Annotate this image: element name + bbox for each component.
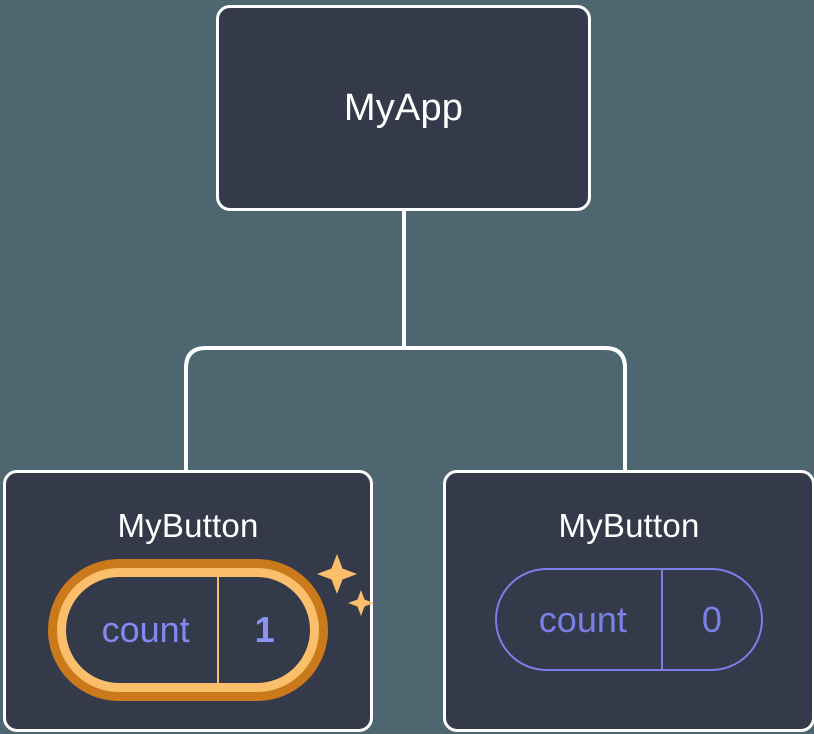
node-mybutton-right-title: MyButton (558, 507, 700, 544)
state-pill-right-divider (660, 570, 663, 669)
state-pill-left-key-cell: count (66, 577, 217, 683)
connector-branch-bus (184, 346, 627, 472)
state-pill-left[interactable]: count 1 (57, 568, 319, 692)
node-myapp-title: MyApp (343, 87, 464, 129)
node-mybutton-right[interactable]: MyButton count 0 (443, 470, 814, 732)
state-pill-wrapper-right: count 0 (495, 568, 763, 671)
sparkle-large-icon (317, 554, 357, 594)
node-myapp[interactable]: MyApp (216, 5, 591, 211)
state-pill-left-key: count (101, 609, 190, 650)
state-pill-right-value: 0 (701, 598, 722, 640)
state-pill-left-value-cell: 1 (219, 577, 310, 683)
node-mybutton-left-title: MyButton (117, 507, 259, 544)
state-pill-left-divider (217, 577, 220, 683)
state-pill-right[interactable]: count 0 (495, 568, 763, 671)
state-pill-right-value-cell: 0 (663, 570, 761, 669)
node-mybutton-left[interactable]: MyButton count 1 (3, 470, 374, 732)
sparkles-icon (317, 554, 374, 616)
state-pill-right-key-cell: count (497, 570, 661, 669)
state-pill-left-value: 1 (254, 609, 275, 650)
state-pill-right-key: count (538, 598, 627, 640)
sparkle-small-icon (348, 590, 374, 616)
state-pill-wrapper-left: count 1 (57, 554, 374, 692)
